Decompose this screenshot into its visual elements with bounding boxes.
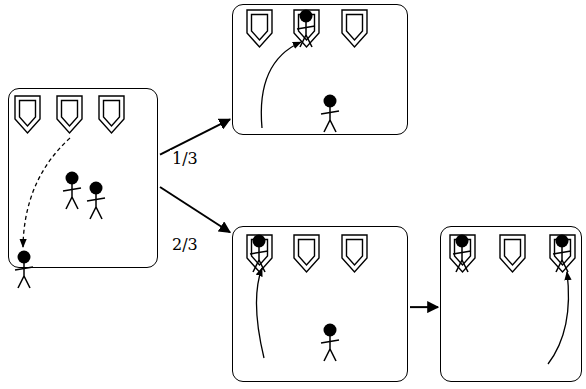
shield — [294, 10, 319, 47]
shield — [342, 235, 367, 272]
person — [250, 235, 268, 273]
transition-arrow — [410, 306, 438, 308]
person — [63, 172, 81, 210]
person — [321, 95, 339, 133]
probability-label: 2/3 — [170, 236, 200, 254]
shield — [247, 235, 272, 272]
shield — [15, 96, 40, 133]
scene-panel — [232, 4, 408, 135]
person — [15, 251, 33, 289]
shield — [450, 235, 475, 272]
shield — [57, 96, 82, 133]
transition-arrow — [160, 187, 230, 232]
person — [553, 235, 571, 273]
path-arrow — [261, 42, 301, 128]
person — [453, 235, 471, 273]
path-arrow — [548, 272, 568, 364]
shield — [247, 10, 272, 47]
scene-panel — [440, 226, 582, 382]
shield — [500, 235, 525, 272]
person — [297, 10, 315, 48]
scene-panel — [8, 88, 158, 268]
shield — [294, 235, 319, 272]
scene-panel — [232, 226, 408, 382]
path-arrow — [256, 268, 264, 358]
person — [87, 182, 105, 220]
shield — [99, 96, 124, 133]
probability-label: 1/3 — [170, 150, 200, 168]
path-arrow — [23, 138, 70, 247]
shield — [342, 10, 367, 47]
person — [321, 324, 339, 362]
shield — [550, 235, 575, 272]
